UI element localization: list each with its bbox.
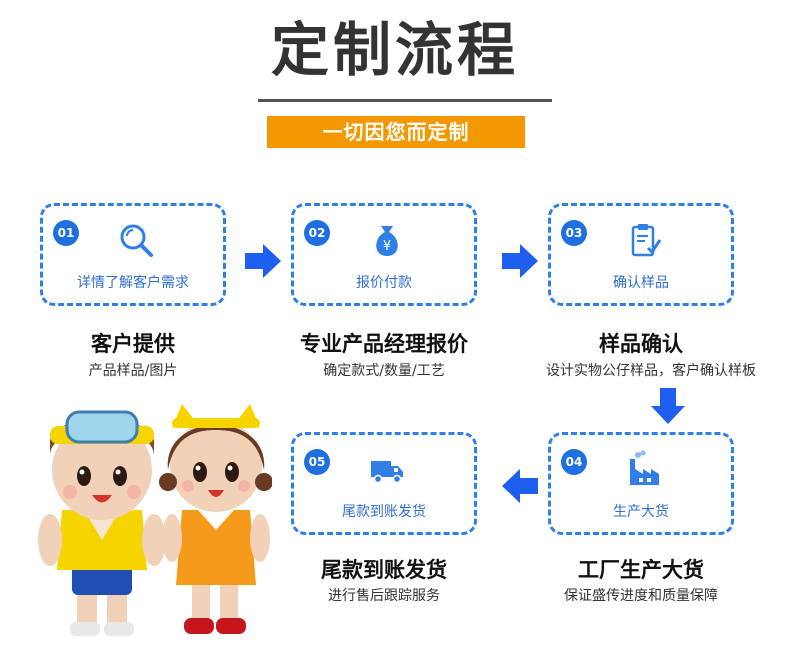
factory-icon [630, 450, 659, 485]
step-card-01: 01 详情了解客户需求 [40, 203, 226, 306]
step-card-02: 02 ¥ 报价付款 [291, 203, 477, 306]
step-card-03: 03 确认样品 [548, 203, 734, 306]
step-heading-03: 样品确认 [599, 332, 683, 356]
arrow-down-icon [651, 388, 685, 424]
step-card-05: 05 尾款到账发货 [291, 432, 477, 535]
boy-doll-figure [38, 410, 166, 636]
money-bag-icon: ¥ [376, 226, 398, 256]
step-label: 详情了解客户需求 [77, 275, 189, 291]
title-divider [258, 99, 552, 102]
step-desc-03: 设计实物公仔样品，客户确认样板 [546, 363, 756, 379]
step-desc-05: 进行售后跟踪服务 [328, 588, 440, 604]
step-label: 生产大货 [613, 504, 669, 520]
step-heading-02: 专业产品经理报价 [300, 332, 468, 356]
step-number-badge: 03 [561, 220, 587, 246]
step-label: 报价付款 [356, 275, 412, 291]
mascot-plush-dolls-image [38, 404, 272, 636]
delivery-truck-icon [371, 461, 403, 484]
clipboard-check-icon [631, 224, 662, 257]
svg-text:¥: ¥ [383, 239, 391, 254]
step-number-badge: 02 [304, 220, 330, 246]
step-label: 确认样品 [613, 275, 669, 291]
step-desc-04: 保证盛传进度和质量保障 [564, 588, 718, 604]
step-number-badge: 01 [53, 220, 79, 246]
arrow-right-icon [502, 244, 538, 278]
arrow-left-icon [502, 469, 538, 503]
girl-doll-figure [159, 404, 272, 634]
step-heading-04: 工厂生产大货 [578, 558, 704, 582]
step-card-04: 04 生产大货 [548, 432, 734, 535]
subtitle-banner: 一切因您而定制 [267, 116, 525, 148]
step-label: 尾款到账发货 [342, 504, 426, 520]
step-heading-01: 客户提供 [91, 332, 175, 356]
step-desc-01: 产品样品/图片 [88, 363, 178, 379]
page-title: 定制流程 [270, 16, 519, 84]
step-number-badge: 05 [304, 449, 330, 475]
search-icon [120, 224, 153, 257]
arrow-right-icon [245, 244, 281, 278]
step-desc-02: 确定款式/数量/工艺 [323, 363, 445, 379]
step-heading-05: 尾款到账发货 [321, 558, 447, 582]
step-number-badge: 04 [561, 449, 587, 475]
